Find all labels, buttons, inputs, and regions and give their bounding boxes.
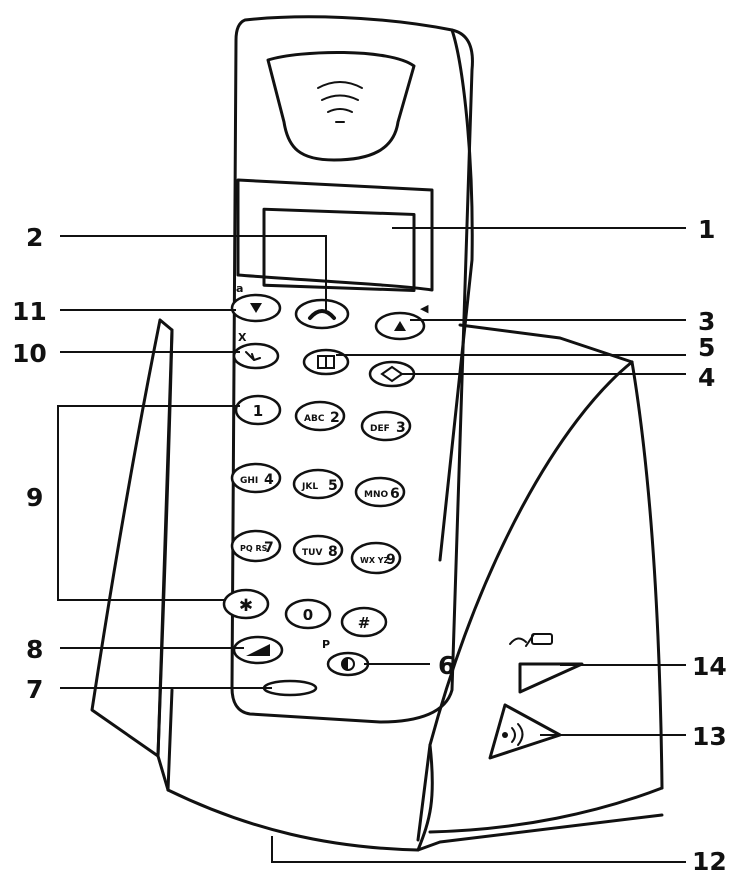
key-6[interactable]: MNO 6 bbox=[354, 476, 406, 508]
key-9-digit: 9 bbox=[386, 552, 396, 568]
charge-led bbox=[509, 633, 584, 694]
key-2-digit: 2 bbox=[330, 410, 340, 426]
key-5-letters: JKL bbox=[301, 482, 318, 492]
callout-13: 13 bbox=[692, 722, 727, 751]
earpiece bbox=[266, 50, 416, 162]
callout-5: 5 bbox=[698, 333, 715, 362]
keypad: 1 ABC 2 DEF 3 GHI 4 JKL 5 bbox=[222, 394, 412, 638]
key-9-letters: WX YZ bbox=[360, 556, 390, 565]
arrow-down-button[interactable] bbox=[230, 293, 282, 323]
flash-button[interactable] bbox=[232, 635, 284, 665]
callout-7: 7 bbox=[26, 675, 43, 704]
key-0[interactable]: 0 bbox=[284, 598, 332, 630]
handset-talk-icon bbox=[308, 309, 336, 320]
key-2-letters: ABC bbox=[304, 414, 325, 424]
key-3[interactable]: DEF 3 bbox=[360, 410, 412, 442]
key-3-digit: 3 bbox=[396, 420, 406, 436]
display bbox=[236, 178, 434, 292]
key-4[interactable]: GHI 4 bbox=[230, 462, 282, 494]
key-hash-digit: # bbox=[358, 614, 371, 632]
handset: a ◀ X 1 bbox=[222, 15, 474, 724]
key-2[interactable]: ABC 2 bbox=[294, 400, 346, 432]
callout-8: 8 bbox=[26, 635, 43, 664]
callout-6: 6 bbox=[438, 651, 455, 680]
redial-icon bbox=[245, 351, 261, 361]
base-station bbox=[90, 318, 664, 852]
callout-10: 10 bbox=[12, 339, 47, 368]
key-7[interactable]: PQ RS 7 bbox=[230, 529, 282, 563]
callout-3: 3 bbox=[698, 307, 715, 336]
key-4-digit: 4 bbox=[264, 472, 274, 488]
key-7-letters: PQ RS bbox=[240, 544, 268, 553]
key-9[interactable]: WX YZ 9 bbox=[350, 541, 402, 575]
leader-lines bbox=[57, 227, 686, 863]
arrow-down-icon bbox=[250, 303, 262, 313]
callout-12: 12 bbox=[692, 847, 727, 876]
flash-icon bbox=[246, 644, 270, 656]
talk-button[interactable] bbox=[294, 298, 350, 330]
callout-4: 4 bbox=[698, 363, 715, 392]
callout-11: 11 bbox=[12, 297, 47, 326]
arrow-up-sublabel: ◀ bbox=[420, 302, 429, 315]
redial-button[interactable] bbox=[232, 342, 280, 370]
earpiece-grille-icon bbox=[317, 81, 363, 123]
key-star-digit: ✱ bbox=[239, 596, 253, 616]
key-8-letters: TUV bbox=[302, 548, 322, 558]
key-6-digit: 6 bbox=[390, 486, 400, 502]
intercom-button[interactable] bbox=[368, 360, 416, 388]
callout-9: 9 bbox=[26, 483, 43, 512]
key-8[interactable]: TUV 8 bbox=[292, 534, 344, 566]
callout-1: 1 bbox=[698, 215, 715, 244]
key-1[interactable]: 1 bbox=[234, 394, 282, 426]
key-4-letters: GHI bbox=[240, 476, 258, 486]
phonebook-button[interactable] bbox=[302, 348, 350, 376]
arrow-up-button[interactable] bbox=[374, 311, 426, 341]
callout-14: 14 bbox=[692, 652, 727, 681]
key-8-digit: 8 bbox=[328, 544, 338, 560]
page-button[interactable] bbox=[488, 703, 562, 760]
key-7-digit: 7 bbox=[264, 540, 274, 556]
pause-label: P bbox=[322, 638, 330, 651]
key-6-letters: MNO bbox=[364, 490, 388, 500]
callout-2: 2 bbox=[26, 223, 43, 252]
key-1-digit: 1 bbox=[253, 402, 263, 420]
key-hash[interactable]: # bbox=[340, 606, 388, 638]
pause-button[interactable] bbox=[326, 651, 370, 677]
mute-mark: X bbox=[238, 331, 247, 344]
key-5-digit: 5 bbox=[328, 478, 338, 494]
key-3-letters: DEF bbox=[370, 424, 390, 434]
key-star[interactable]: ✱ bbox=[222, 588, 270, 620]
arrow-up-icon bbox=[394, 321, 406, 331]
key-0-digit: 0 bbox=[303, 606, 313, 624]
callout-labels: 1 2 3 4 5 6 7 8 9 10 11 12 13 14 bbox=[12, 215, 727, 876]
arrow-down-sublabel: a bbox=[236, 282, 243, 295]
key-5[interactable]: JKL 5 bbox=[292, 468, 344, 500]
